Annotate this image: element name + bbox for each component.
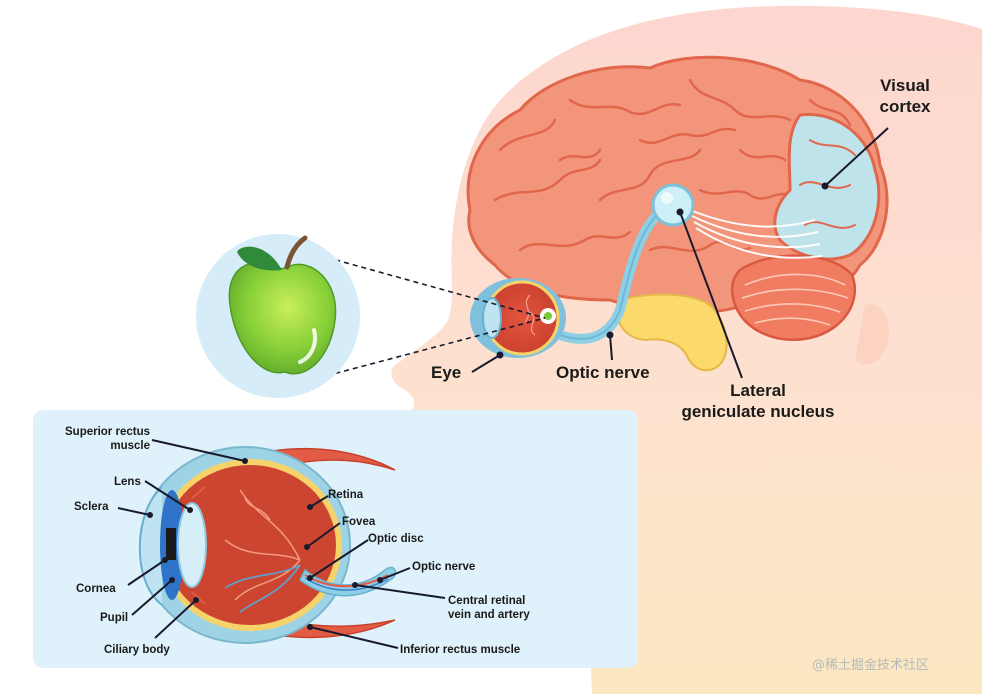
label-optic-disc: Optic disc — [368, 533, 424, 545]
apple-illustration — [228, 235, 337, 375]
optic-radiation — [689, 209, 823, 259]
leader-lines — [117, 127, 889, 649]
label-central-retinal: Central retinal vein and artery — [448, 594, 530, 622]
label-inferior-rectus: Inferior rectus muscle — [400, 644, 521, 656]
lateral-geniculate-nucleus — [651, 183, 695, 227]
ear — [855, 304, 889, 365]
label-lens: Lens — [114, 476, 141, 488]
label-cornea: Cornea — [76, 583, 116, 595]
label-ciliary-body: Ciliary body — [104, 644, 170, 656]
label-sclera: Sclera — [74, 501, 109, 513]
label-visual-line1: Visual — [880, 76, 930, 95]
label-lateral-line1: Lateral — [730, 381, 786, 400]
cerebellum — [731, 254, 857, 341]
label-optic-nerve: Optic nerve — [556, 363, 650, 382]
label-superior-line1: Superior rectus — [65, 426, 150, 438]
label-central-line1: Central retinal — [448, 595, 526, 607]
leader-dots — [147, 182, 829, 630]
label-visual-line2: cortex — [879, 97, 931, 116]
label-superior-rectus: Superior rectus muscle — [45, 425, 150, 453]
label-lateral-geniculate: Lateral geniculate nucleus — [668, 380, 848, 422]
label-fovea: Fovea — [342, 516, 376, 528]
brainstem — [616, 293, 728, 372]
label-eye: Eye — [431, 363, 462, 382]
label-lateral-line2: geniculate nucleus — [681, 402, 835, 421]
label-superior-line2: muscle — [110, 440, 150, 452]
label-retina: Retina — [328, 489, 364, 501]
label-pupil: Pupil — [100, 612, 129, 624]
label-optic-nerve-detail: Optic nerve — [412, 561, 476, 573]
small-eye — [470, 278, 566, 358]
watermark: @稀土掘金技术社区 — [812, 658, 930, 673]
label-central-line2: vein and artery — [448, 609, 530, 621]
eye-cross-section — [138, 446, 397, 644]
label-visual-cortex: Visual cortex — [860, 75, 950, 117]
